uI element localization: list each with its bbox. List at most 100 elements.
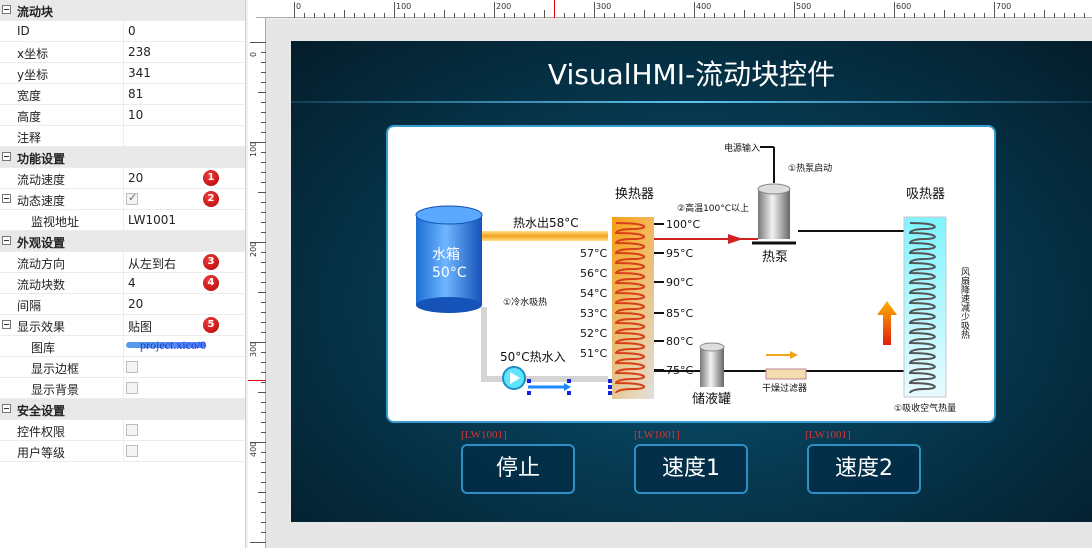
ruler-tick <box>364 13 365 18</box>
prop-value[interactable]: 341 <box>128 66 151 80</box>
prop-value[interactable]: 10 <box>128 108 144 122</box>
ruler-tick <box>794 2 795 18</box>
exchanger-coil <box>614 222 646 394</box>
collapse-icon[interactable] <box>2 404 11 413</box>
permission-checkbox[interactable] <box>126 424 138 436</box>
ruler-tick <box>261 182 266 183</box>
temp-label: 51°C <box>580 347 607 360</box>
ruler-label: 100 <box>249 141 258 157</box>
prop-row-display-effect[interactable]: 显示效果 贴图 5 <box>0 315 245 336</box>
prop-row-permission[interactable]: 控件权限 <box>0 420 245 441</box>
annotation-badge: 3 <box>203 254 219 270</box>
pump-arrow-icon <box>510 372 520 384</box>
ruler-cursor-marker <box>248 380 266 381</box>
property-panel: 流动块 ID 0 x坐标 238 y坐标 341 宽度 81 高度 10 注释 … <box>0 0 246 548</box>
ruler-tick <box>834 13 835 18</box>
prop-value[interactable]: 20 <box>128 297 144 311</box>
ruler-tick <box>261 362 266 363</box>
ruler-tick <box>261 332 266 333</box>
prop-label: 流动块数 <box>17 278 66 292</box>
ruler-label: 200 <box>496 2 512 11</box>
stop-button[interactable]: 停止 <box>461 444 575 494</box>
dynamic-speed-checkbox[interactable] <box>126 191 138 205</box>
prop-value[interactable]: 0 <box>128 24 136 38</box>
ruler-tick <box>1034 13 1035 18</box>
prop-value[interactable]: 238 <box>128 45 151 59</box>
prop-row-x[interactable]: x坐标 238 <box>0 42 245 63</box>
prop-row-y[interactable]: y坐标 341 <box>0 63 245 84</box>
category-appearance[interactable]: 外观设置 <box>0 231 245 252</box>
speed1-button[interactable]: 速度1 <box>634 444 748 494</box>
prop-row-show-border[interactable]: 显示边框 <box>0 357 245 378</box>
ruler-tick <box>261 162 266 163</box>
collapse-icon[interactable] <box>2 194 11 203</box>
ruler-tick <box>261 532 266 533</box>
prop-row-gap[interactable]: 间隔 20 <box>0 294 245 315</box>
ruler-tick <box>614 13 615 18</box>
power-input-label: 电源输入 <box>724 142 760 154</box>
category-flow-block[interactable]: 流动块 <box>0 0 245 21</box>
collapse-icon[interactable] <box>2 152 11 161</box>
speed2-button[interactable]: 速度2 <box>807 444 921 494</box>
hmi-screen[interactable]: VisualHMI-流动块控件 <box>291 41 1092 522</box>
ruler-tick <box>474 13 475 18</box>
ruler-tick <box>1064 13 1065 18</box>
temp-label: 54°C <box>580 287 607 300</box>
prop-label: x坐标 <box>17 47 49 61</box>
ruler-tick <box>444 10 445 18</box>
collapse-icon[interactable] <box>2 236 11 245</box>
rising-heat-arrow-icon <box>877 301 897 345</box>
ruler-cursor-marker <box>554 0 555 18</box>
prop-row-monitor-address[interactable]: 监视地址 LW1001 <box>0 210 245 231</box>
show-background-checkbox[interactable] <box>126 382 138 394</box>
ruler-tick <box>654 13 655 18</box>
prop-row-block-count[interactable]: 流动块数 4 4 <box>0 273 245 294</box>
ruler-tick <box>584 13 585 18</box>
prop-row-width[interactable]: 宽度 81 <box>0 84 245 105</box>
collapse-icon[interactable] <box>2 320 11 329</box>
ruler-tick <box>664 13 665 18</box>
show-border-checkbox[interactable] <box>126 361 138 373</box>
category-security[interactable]: 安全设置 <box>0 399 245 420</box>
ruler-tick <box>974 13 975 18</box>
ruler-tick <box>994 2 995 18</box>
prop-row-dynamic-speed[interactable]: 动态速度 2 <box>0 189 245 210</box>
ruler-tick <box>1004 13 1005 18</box>
ruler-tick <box>250 142 266 143</box>
ruler-tick <box>261 472 266 473</box>
category-function[interactable]: 功能设置 <box>0 147 245 168</box>
prop-value[interactable]: 贴图 <box>128 320 153 334</box>
water-tank-top <box>415 205 483 225</box>
prop-value[interactable]: LW1001 <box>128 213 176 227</box>
ruler-tick <box>434 13 435 18</box>
prop-row-show-background[interactable]: 显示背景 <box>0 378 245 399</box>
prop-value[interactable]: 20 <box>128 171 144 185</box>
prop-value[interactable]: 4 <box>128 276 136 290</box>
ruler-tick <box>258 492 266 493</box>
prop-row-id[interactable]: ID 0 <box>0 21 245 42</box>
prop-row-note[interactable]: 注释 <box>0 126 245 147</box>
prop-value[interactable]: project.xico/0 <box>140 338 207 352</box>
ruler-label: 300 <box>249 341 258 357</box>
ruler-tick <box>261 272 266 273</box>
prop-row-user-level[interactable]: 用户等级 <box>0 441 245 462</box>
prop-row-gallery[interactable]: 图库 project.xico/0 <box>0 336 245 357</box>
flow-block-selected[interactable] <box>527 379 612 395</box>
collapse-icon[interactable] <box>2 5 11 14</box>
prop-row-flow-speed[interactable]: 流动速度 20 1 <box>0 168 245 189</box>
ruler-tick <box>374 13 375 18</box>
prop-value[interactable]: 81 <box>128 87 144 101</box>
ruler-tick <box>261 402 266 403</box>
ruler-tick <box>934 13 935 18</box>
absorber-label: 吸热器 <box>906 187 945 202</box>
user-level-checkbox[interactable] <box>126 445 138 457</box>
prop-value[interactable]: 从左到右 <box>128 257 177 271</box>
temp-label: 80°C <box>666 335 693 348</box>
ruler-tick <box>354 13 355 18</box>
prop-row-height[interactable]: 高度 10 <box>0 105 245 126</box>
ruler-tick <box>261 482 266 483</box>
ruler-tick <box>344 10 345 18</box>
prop-row-flow-direction[interactable]: 流动方向 从左到右 3 <box>0 252 245 273</box>
